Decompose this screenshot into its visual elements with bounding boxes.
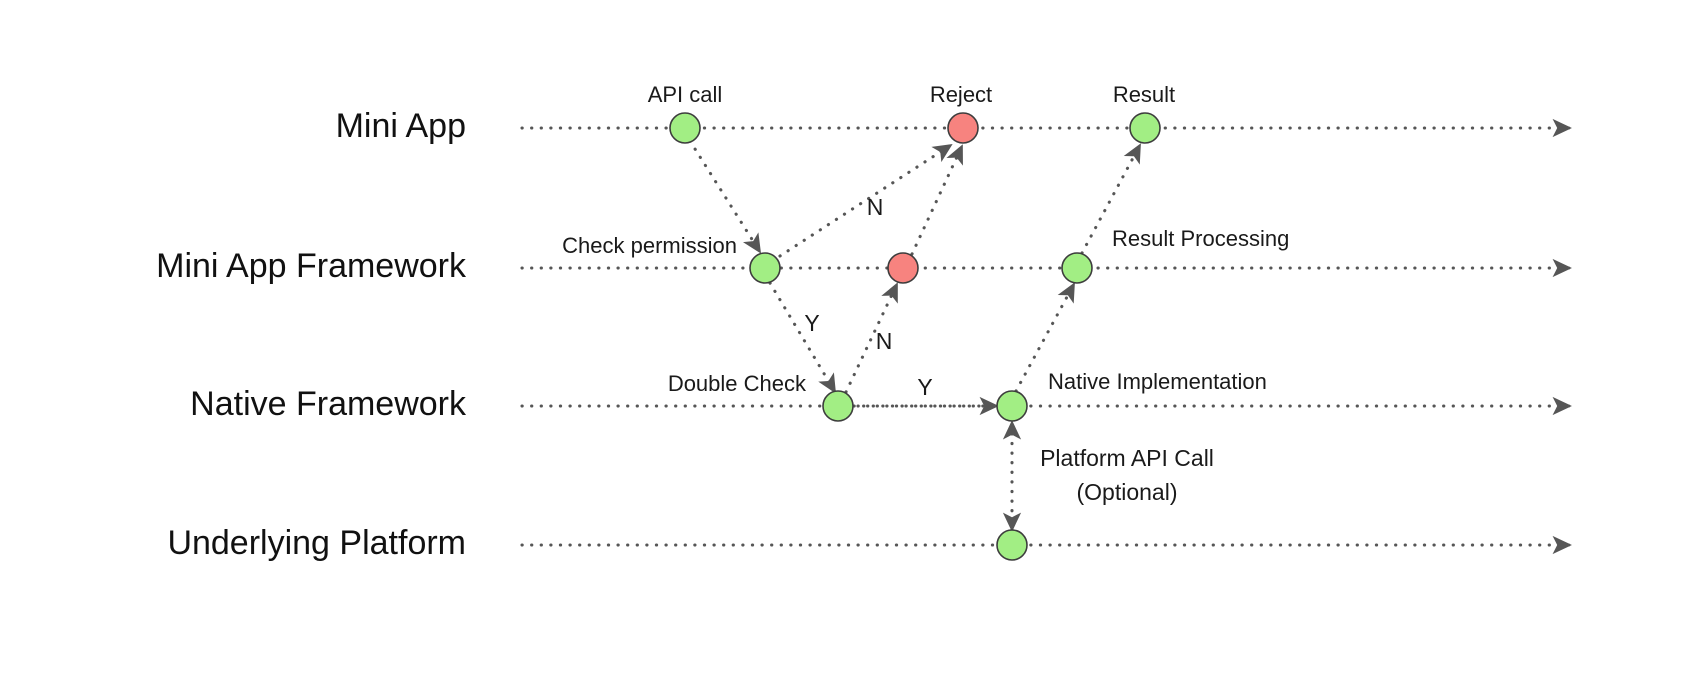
edge-label-platform-api-call: Platform API Call: [1040, 445, 1214, 471]
node-double-check[interactable]: [822, 390, 854, 422]
node-label-api-call: API call: [648, 82, 723, 107]
node-label-result: Result: [1113, 82, 1175, 107]
node-label-reject-top: Reject: [930, 82, 992, 107]
lane-label-underlying-platform: Underlying Platform: [167, 524, 466, 562]
node-label-check-permission: Check permission: [562, 233, 737, 258]
edge-label-platform-api-call-optional: (Optional): [1077, 479, 1178, 505]
edge-result-processing-to-result: [1080, 143, 1142, 255]
lane-label-native-framework: Native Framework: [190, 385, 467, 423]
node-result-processing[interactable]: [1061, 252, 1093, 284]
message-edges: [688, 139, 1142, 532]
edge-label-check-permission-yes: Y: [804, 310, 819, 336]
node-reject-mid[interactable]: [887, 252, 919, 284]
lifelines: [520, 118, 1572, 555]
node-label-double-check: Double Check: [668, 371, 807, 396]
node-api-call[interactable]: [669, 112, 701, 144]
edge-check-permission-to-reject-top: [778, 143, 953, 258]
edge-reject-mid-to-reject-top: [910, 144, 964, 256]
node-check-permission[interactable]: [749, 252, 781, 284]
node-labels: API call Reject Result Check permission …: [562, 82, 1289, 396]
node-reject-top[interactable]: [947, 112, 979, 144]
edge-label-double-check-yes: Y: [917, 374, 932, 400]
lane-labels: Mini App Mini App Framework Native Frame…: [156, 107, 467, 562]
nodes: [669, 112, 1161, 561]
lane-label-mini-app: Mini App: [336, 107, 466, 145]
node-label-native-implementation: Native Implementation: [1048, 369, 1267, 394]
node-native-implementation[interactable]: [996, 390, 1028, 422]
lane-label-mini-app-framework: Mini App Framework: [156, 247, 467, 285]
node-label-result-processing: Result Processing: [1112, 226, 1289, 251]
edge-double-check-to-reject-mid: [844, 282, 899, 394]
edge-native-implementation-to-result-processing: [1014, 282, 1076, 393]
edge-label-check-permission-no: N: [867, 194, 884, 220]
edge-labels: N Y N Y Platform API Call (Optional): [804, 194, 1214, 505]
edge-label-double-check-no: N: [876, 328, 893, 354]
node-underlying-platform[interactable]: [996, 529, 1028, 561]
edge-check-permission-to-double-check: [768, 281, 837, 394]
node-result[interactable]: [1129, 112, 1161, 144]
